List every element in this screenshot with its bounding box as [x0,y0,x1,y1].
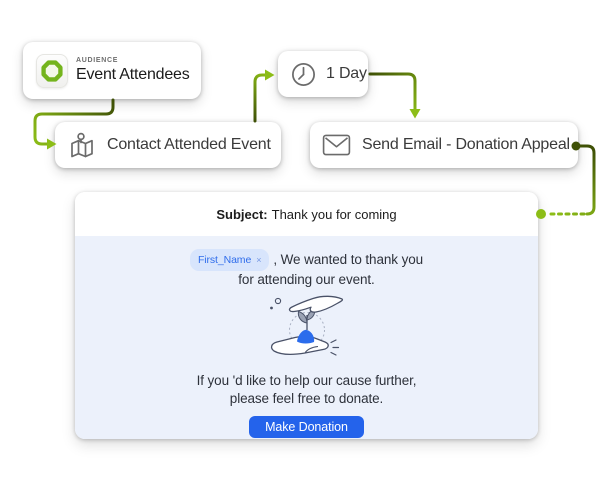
cta-text: If you 'd like to help our cause further… [75,372,538,408]
make-donation-button[interactable]: Make Donation [249,416,364,438]
greeting-text-line1: , We wanted to thank you [273,252,424,267]
merge-tag-first-name[interactable]: First_Name × [189,249,270,271]
subject-label: Subject: [216,206,268,222]
arrowhead-to-delay [265,69,275,81]
send-email-label: Send Email - Donation Appeal [362,136,570,153]
audience-icon-tile [36,53,68,88]
greeting-row: First_Name × , We wanted to thank you [75,249,538,271]
delay-label: 1 Day [326,65,367,82]
cta-text-line1: If you 'd like to help our cause further… [196,373,417,388]
audience-ring-icon [41,59,63,82]
arrowhead-to-email [409,109,421,119]
hands-giving-plant-illustration [75,294,538,370]
contact-event-card[interactable]: Contact Attended Event [55,122,281,168]
sparkle-lines [329,339,339,356]
connector-email-to-preview-solid [574,144,596,216]
connector-contact-to-delay [253,73,267,123]
cta-text-line2: please feel free to donate. [229,391,384,406]
deco-circle [274,297,281,305]
clock-icon [290,61,317,88]
delay-card[interactable]: 1 Day [278,51,368,97]
audience-card-text: AUDIENCE Event Attendees [76,57,190,84]
connector-delay-to-email [368,72,417,111]
blue-soil-mound [296,329,314,344]
audience-card[interactable]: AUDIENCE Event Attendees [23,42,201,99]
email-preview-card: Subject: Thank you for coming First_Name… [75,192,538,439]
contact-event-label: Contact Attended Event [107,136,271,153]
dotted-circle [288,312,325,348]
envelope-icon [322,134,351,156]
top-hand [288,295,343,313]
plant-leaf-left [297,310,308,324]
deco-dot [269,306,273,310]
greeting-text-line2: for attending our event. [238,272,375,287]
subject-value: Thank you for coming [271,206,397,222]
bottom-hand-finger-line [304,345,318,354]
audience-title: Event Attendees [76,66,190,83]
email-subject-bar: Subject: Thank you for coming [75,192,538,236]
email-body: First_Name × , We wanted to thank you fo… [75,236,538,439]
close-icon[interactable]: × [256,255,262,265]
map-icon [69,132,95,159]
send-email-card[interactable]: Send Email - Donation Appeal [310,122,578,168]
audience-ring-shape [41,59,63,82]
audience-category-label: AUDIENCE [76,57,119,64]
merge-tag-label: First_Name [197,254,252,266]
